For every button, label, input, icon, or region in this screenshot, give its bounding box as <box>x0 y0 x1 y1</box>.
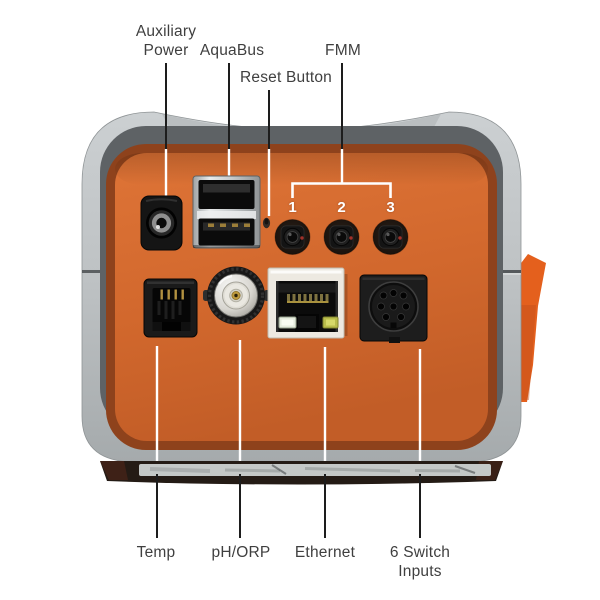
ethernet-led-right <box>322 316 339 329</box>
label-aquabus: AquaBus <box>200 41 264 60</box>
fmm-number-3: 3 <box>386 199 395 216</box>
label-reset-button: Reset Button <box>240 68 332 87</box>
fmm-number-1: 1 <box>288 199 297 216</box>
switch-inputs-din-port <box>359 274 428 343</box>
label-temp: Temp <box>137 543 176 562</box>
fmm-bracket <box>291 182 392 198</box>
label-auxiliary-power: Auxiliary Power <box>136 22 196 60</box>
temp-rj11-port <box>143 278 198 338</box>
label-temp-text: Temp <box>136 544 176 561</box>
callout-lines-dark <box>156 63 421 538</box>
label-aquabus-text: AquaBus <box>199 42 265 59</box>
label-auxiliary-power-line2: Power <box>143 42 189 59</box>
label-auxiliary-power-line1: Auxiliary <box>135 23 197 40</box>
label-reset-button-text: Reset Button <box>239 69 333 86</box>
reset-button-hole <box>262 217 271 229</box>
fmm-port-3 <box>372 219 409 255</box>
device-underside <box>100 461 503 485</box>
fmm-port-1 <box>274 219 311 255</box>
label-fmm-text: FMM <box>325 42 361 59</box>
bottom-label-strip <box>139 464 491 476</box>
ethernet-rj45-port <box>267 267 348 339</box>
ethernet-led-left <box>278 316 297 329</box>
label-ethernet: Ethernet <box>295 543 355 562</box>
label-ph-orp: pH/ORP <box>212 543 271 562</box>
label-switch-inputs: 6 Switch Inputs <box>390 543 450 581</box>
ph-orp-bnc-port <box>203 266 270 325</box>
label-ph-orp-text: pH/ORP <box>211 544 271 561</box>
fmm-number-2: 2 <box>337 199 346 216</box>
aquabus-usb-ports <box>192 175 261 249</box>
fmm-port-2 <box>323 219 360 255</box>
label-ethernet-text: Ethernet <box>294 544 356 561</box>
label-switch-inputs-line1: 6 Switch <box>389 544 451 561</box>
label-fmm: FMM <box>325 41 361 60</box>
aux-power-jack <box>140 195 183 251</box>
label-switch-inputs-line2: Inputs <box>398 563 442 580</box>
